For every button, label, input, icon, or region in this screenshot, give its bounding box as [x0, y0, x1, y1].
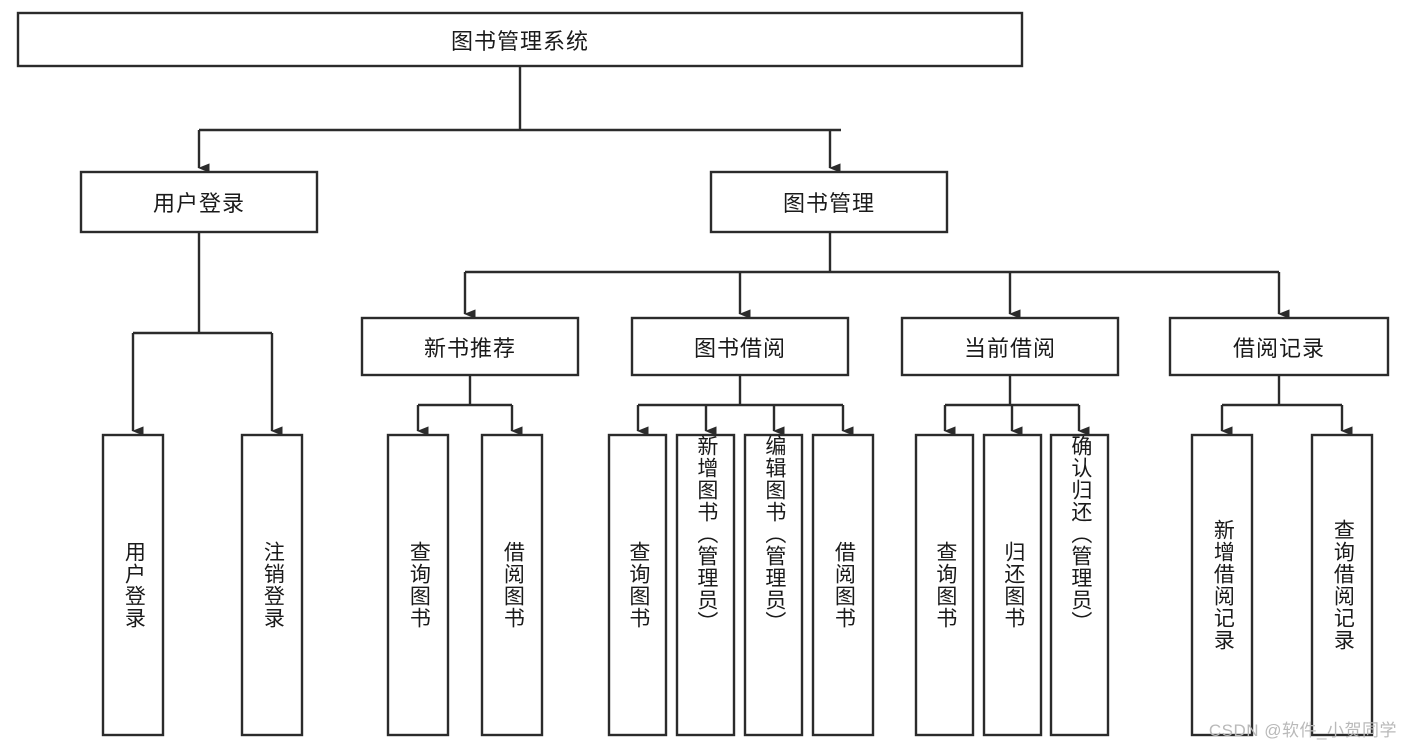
node-book-management[interactable] — [709, 170, 949, 234]
connector-record-to-leaves — [1220, 375, 1353, 436]
connector-newbook-to-leaves — [416, 375, 523, 436]
connector-userlogin-to-leaves — [131, 232, 283, 436]
leaf-confirm-return-admin[interactable] — [1049, 433, 1110, 737]
leaf-borrow-books-new[interactable] — [480, 433, 544, 737]
node-root-book-management-system[interactable] — [16, 11, 1024, 68]
leaf-user-login[interactable] — [101, 433, 165, 737]
connector-bookmgmt-to-level3 — [463, 232, 1290, 319]
connector-borrow-to-leaves — [636, 375, 854, 436]
leaf-return-books[interactable] — [982, 433, 1043, 737]
leaf-logout-login[interactable] — [240, 433, 304, 737]
leaf-add-borrow-record[interactable] — [1190, 433, 1254, 737]
node-current-borrowing[interactable] — [900, 316, 1120, 377]
node-user-login[interactable] — [79, 170, 319, 234]
leaf-query-borrow-record[interactable] — [1310, 433, 1374, 737]
node-new-book-recommendation[interactable] — [360, 316, 580, 377]
csdn-watermark: CSDN @软件_小贺同学 — [1208, 721, 1397, 740]
leaf-query-books-new[interactable] — [386, 433, 450, 737]
connector-root-to-level2 — [197, 66, 841, 173]
leaf-query-books-borrow[interactable] — [607, 433, 668, 737]
node-borrow-records[interactable] — [1168, 316, 1390, 377]
leaf-query-books-current[interactable] — [914, 433, 975, 737]
leaf-edit-book-admin[interactable] — [743, 433, 804, 737]
leaf-borrow-books[interactable] — [811, 433, 875, 737]
leaf-add-book-admin[interactable] — [675, 433, 736, 737]
node-book-borrowing[interactable] — [630, 316, 850, 377]
connector-current-to-leaves — [943, 375, 1090, 436]
